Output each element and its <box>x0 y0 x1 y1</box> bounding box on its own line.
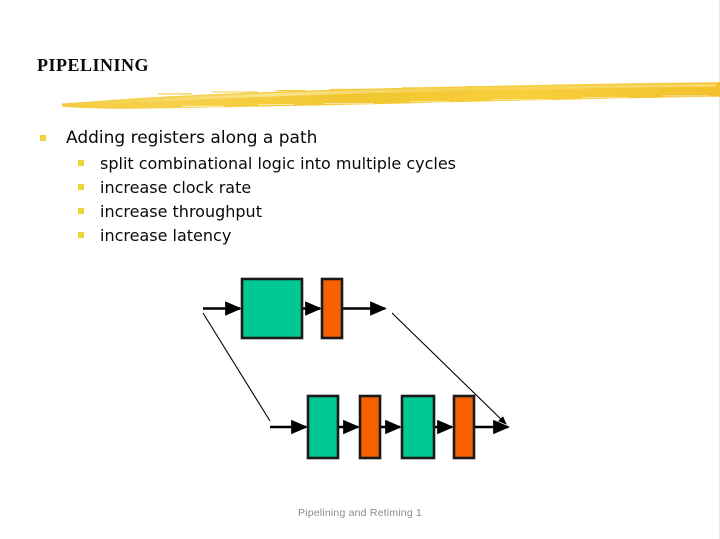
bullet-square-icon <box>78 184 84 190</box>
list-item-label: split combinational logic into multiple … <box>100 154 457 173</box>
list-item-label: increase latency <box>100 226 232 245</box>
bullet-square-icon <box>78 208 84 214</box>
bullet-square-icon <box>40 135 46 141</box>
combinational-logic-block-bottom-2 <box>400 394 436 460</box>
combinational-logic-block-bottom-1 <box>306 394 340 460</box>
list-item-label: Adding registers along a path <box>66 128 318 148</box>
combinational-logic-block-top <box>240 277 304 340</box>
register-block-top <box>320 277 344 340</box>
register-block-bottom-1 <box>358 394 382 460</box>
register-block-bottom-2 <box>452 394 476 460</box>
list-item-label: increase clock rate <box>100 178 252 197</box>
bullet-square-icon <box>78 232 84 238</box>
list-item: increase clock rate <box>78 176 660 199</box>
slide-footer: Pipelining and Retiming 1 <box>297 507 423 519</box>
list-item: Adding registers along a path <box>40 126 660 150</box>
bullet-list: Adding registers along a path split comb… <box>40 126 660 248</box>
connector-left-diagonal <box>202 312 271 422</box>
diagram-bottom-row-pipelined <box>270 394 510 460</box>
list-item: increase throughput <box>78 200 660 223</box>
diagram-top-row-unpipelined <box>203 277 387 340</box>
list-item-label: increase throughput <box>100 202 262 221</box>
list-item: increase latency <box>78 224 660 247</box>
page-title: Pipelining <box>37 48 150 77</box>
title-brush-underline-decoration <box>62 82 720 109</box>
list-item: split combinational logic into multiple … <box>78 152 660 175</box>
pipeline-diagram <box>202 277 510 460</box>
bullet-square-icon <box>78 160 84 166</box>
connector-right-diagonal <box>391 312 507 425</box>
